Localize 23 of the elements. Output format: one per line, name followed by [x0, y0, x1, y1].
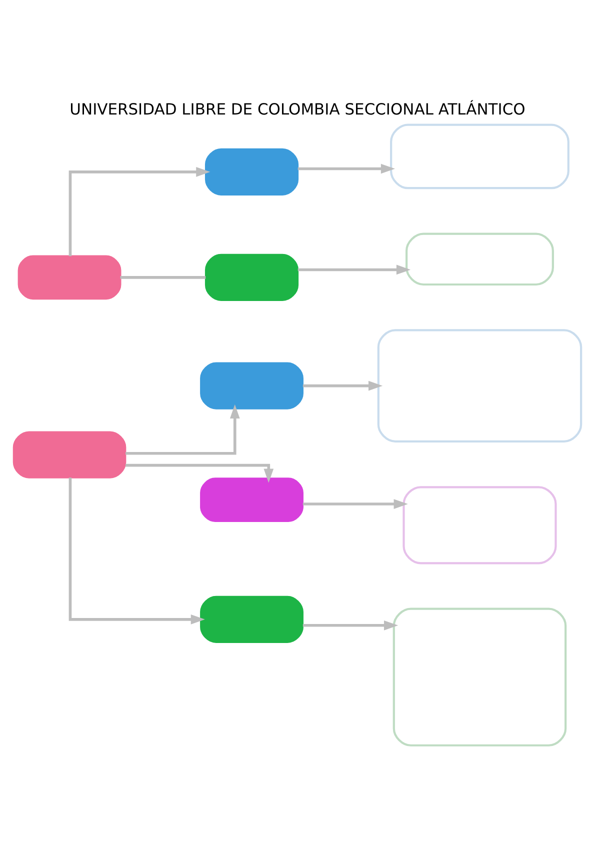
- node-box: [204, 254, 299, 302]
- connector: [120, 276, 206, 279]
- arrow: [298, 164, 396, 174]
- node-box: [406, 232, 554, 286]
- arrow: [298, 264, 411, 275]
- node-box: [390, 124, 570, 190]
- arrow: [68, 166, 210, 256]
- node-box: [377, 329, 582, 442]
- node-box: [200, 362, 304, 410]
- node-box: [12, 431, 126, 478]
- arrow: [302, 620, 398, 630]
- arrow: [68, 478, 205, 624]
- node-box: [204, 148, 299, 196]
- arrow: [126, 404, 240, 455]
- arrow: [302, 380, 383, 391]
- node-box: [200, 478, 304, 522]
- arrow: [126, 464, 274, 483]
- node-box: [392, 608, 567, 746]
- node-box: [402, 486, 557, 564]
- diagram-title: UNIVERSIDAD LIBRE DE COLOMBIA SECCIONAL ATLÁNTICO: [70, 100, 526, 119]
- arrow: [302, 499, 408, 509]
- node-box: [200, 596, 304, 643]
- node-box: [18, 255, 122, 300]
